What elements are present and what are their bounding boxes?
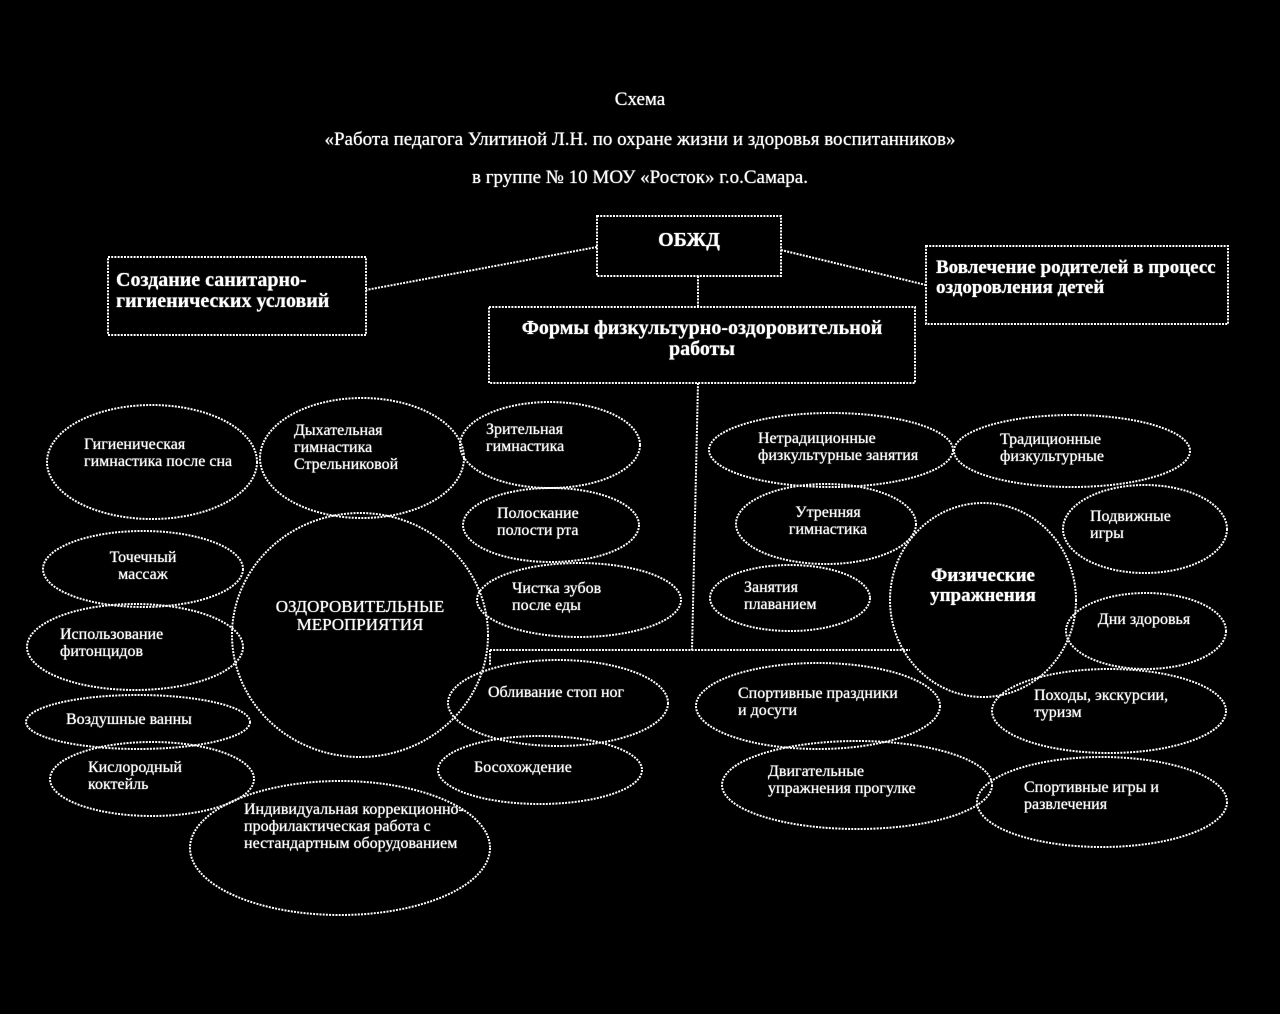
box-left-label: Создание санитарно-гигиенических условий: [116, 269, 330, 312]
scheme-title: Схема: [614, 89, 666, 110]
hub-right-ellipse: [889, 502, 1077, 698]
left-item-hygienic-gymnastics: Гигиеническая гимнастика после сна: [84, 436, 233, 470]
ellipse-hikes: [991, 668, 1227, 754]
ellipse-morning-gymnastics: [735, 483, 917, 565]
ellipse-health-days: [1065, 592, 1227, 670]
right-item-swimming: Занятия плаванием: [744, 579, 817, 613]
hub-left-ellipse: [231, 512, 489, 758]
right-item-traditional-classes: Традиционные физкультурные: [1000, 431, 1104, 465]
right-item-sport-games: Спортивные игры и развлечения: [1024, 779, 1159, 813]
right-item-health-days: Дни здоровья: [1097, 611, 1191, 628]
ellipse-hygienic-gymnastics: [46, 404, 258, 520]
hub-right-label: Физические упражнения: [930, 565, 1036, 606]
ellipse-breathing-gymnastics: [259, 397, 465, 519]
left-item-air-baths: Воздушные ванны: [66, 711, 192, 728]
left-item-foot-douse: Обливание стоп ног: [488, 684, 625, 701]
left-item-individual-work: Индивидуальная коррекционно-профилактиче…: [244, 801, 464, 852]
box-center: [488, 306, 916, 384]
right-item-sport-holidays: Спортивные праздники и досуги: [738, 685, 898, 719]
left-item-breathing-gymnastics: Дыхательная гимнастика Стрельниковой: [294, 422, 399, 473]
scheme-group-line: в группе № 10 МОУ «Росток» г.о.Самара.: [472, 167, 808, 188]
ellipse-sport-games: [976, 756, 1228, 848]
ellipse-sport-holidays: [695, 662, 941, 750]
connector-center-down: [691, 382, 699, 651]
ellipse-mouth-rinse: [462, 487, 640, 563]
right-item-outdoor-games: Подвижные игры: [1090, 508, 1171, 542]
left-item-phytoncides: Использование фитонцидов: [60, 626, 164, 660]
ellipse-swimming: [709, 564, 871, 632]
ellipse-oxygen-cocktail: [49, 741, 255, 817]
ellipse-outdoor-games: [1062, 484, 1228, 574]
left-item-visual-gymnastics: Зрительная гимнастика: [486, 421, 565, 455]
connector-root-left: [365, 246, 598, 291]
right-item-walk-exercises: Двигательные упражнения прогулке: [768, 763, 916, 797]
right-item-morning-gymnastics: Утренняя гимнастика: [788, 504, 868, 538]
ellipse-teeth-brushing: [476, 562, 682, 638]
ellipse-phytoncides: [26, 603, 244, 691]
right-item-hikes: Походы, экскурсии, туризм: [1034, 687, 1169, 721]
box-right: [925, 245, 1229, 325]
ellipse-foot-douse: [447, 659, 669, 747]
right-item-nontraditional-classes: Нетрадиционные физкультурные занятия: [758, 430, 919, 464]
ellipse-individual-work: [189, 780, 491, 916]
hub-left-label: ОЗДОРОВИТЕЛЬНЫЕ МЕРОПРИЯТИЯ: [275, 597, 445, 634]
left-item-barefoot: Босохождение: [474, 759, 572, 776]
box-root-label: ОБЖД: [658, 229, 720, 251]
box-left: [107, 256, 367, 336]
box-right-label: Вовлечение родителей в процесс оздоровле…: [936, 257, 1216, 298]
left-item-mouth-rinse: Полоскание полости рта: [497, 505, 579, 539]
ellipse-walk-exercises: [721, 740, 993, 830]
scheme-subtitle: «Работа педагога Улитиной Л.Н. по охране…: [324, 129, 956, 150]
box-root: [596, 215, 782, 277]
left-item-point-massage: Точечный массаж: [109, 549, 177, 583]
ellipse-nontraditional-classes: [708, 412, 954, 488]
ellipse-barefoot: [437, 735, 643, 805]
box-center-label: Формы физкультурно-оздоровительной работ…: [521, 317, 883, 360]
left-item-oxygen-cocktail: Кислородный коктейль: [88, 759, 182, 793]
ellipse-point-massage: [42, 530, 244, 608]
connector-root-right: [780, 249, 927, 286]
left-item-teeth-brushing: Чистка зубов после еды: [512, 580, 602, 614]
ellipse-traditional-classes: [953, 414, 1191, 488]
ellipse-air-baths: [25, 694, 251, 750]
